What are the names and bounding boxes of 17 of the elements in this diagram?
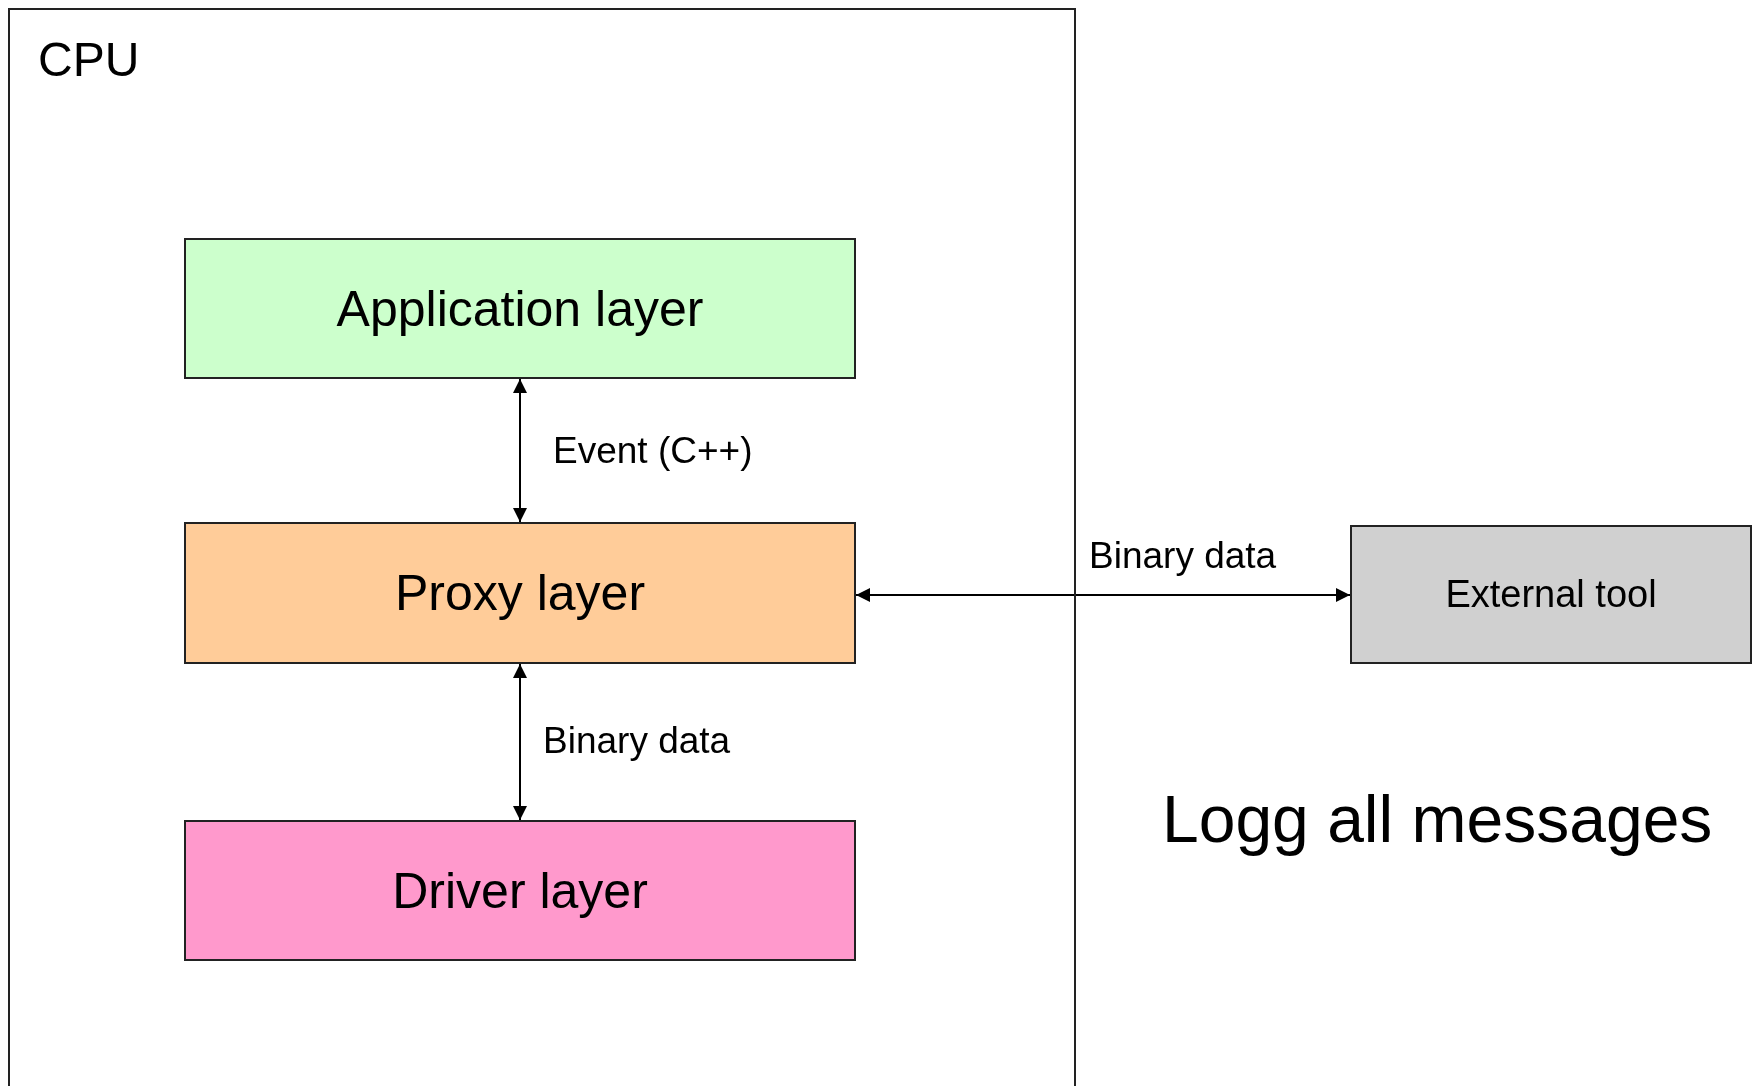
connector-arrow [513, 378, 527, 523]
box-label: Driver layer [392, 861, 648, 920]
layer-box [184, 238, 856, 379]
layer-box [184, 522, 856, 664]
edge-label: Event (C++) [553, 430, 753, 472]
edge-label: Binary data [1089, 535, 1277, 577]
layer-box [184, 820, 856, 961]
connector-arrow [855, 588, 1351, 602]
layer-box [1350, 525, 1752, 664]
note-text: Logg all messages [1162, 781, 1713, 857]
edge-label: Binary data [543, 720, 731, 762]
cpu-frame [8, 8, 1076, 1086]
frame-heading: CPU [38, 32, 140, 87]
box-label: Application layer [336, 279, 704, 338]
box-label: External tool [1445, 573, 1657, 616]
connector-arrow [513, 663, 527, 821]
box-label: Proxy layer [394, 564, 646, 622]
